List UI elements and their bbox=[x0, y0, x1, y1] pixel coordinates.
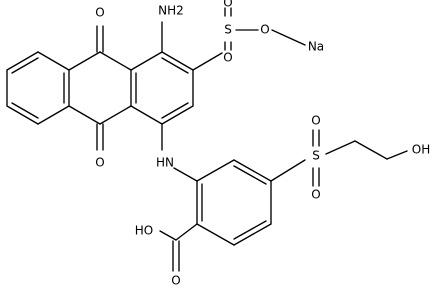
atom-label-na: Na bbox=[308, 40, 324, 54]
sulfone-hydroxyethyl-group bbox=[312, 129, 408, 187]
atom-label-o-sulfone-1: O bbox=[311, 114, 320, 128]
left-benzene-ring bbox=[6, 51, 70, 125]
right-anthraquinone-ring bbox=[130, 21, 223, 151]
atom-label-o-quinone-top: O bbox=[95, 6, 104, 20]
atom-label-o-sulfonate-2: O bbox=[223, 51, 232, 65]
atom-label-s-sulfone: S bbox=[312, 149, 320, 163]
atom-label-o-sulfonate-3: O bbox=[260, 23, 269, 37]
atom-label-s-sulfonate: S bbox=[224, 23, 232, 37]
atom-label-oh: OH bbox=[412, 143, 430, 157]
atom-label-o-sulfone-2: O bbox=[311, 188, 320, 202]
atom-label-nh: HN bbox=[156, 156, 174, 170]
atom-label-nh2: NH2 bbox=[158, 4, 184, 18]
atom-label-o-carboxyl: O bbox=[171, 274, 180, 288]
benzoic-acid-ring bbox=[159, 159, 306, 272]
sulfonate-group bbox=[224, 7, 306, 51]
atom-label-o-sulfonate-1: O bbox=[223, 0, 232, 10]
amine-linker bbox=[173, 167, 198, 182]
atom-label-o-quinone-bottom: O bbox=[95, 156, 104, 170]
central-quinone-ring bbox=[68, 25, 132, 151]
atom-label-ho-carboxyl: HO bbox=[135, 224, 153, 238]
